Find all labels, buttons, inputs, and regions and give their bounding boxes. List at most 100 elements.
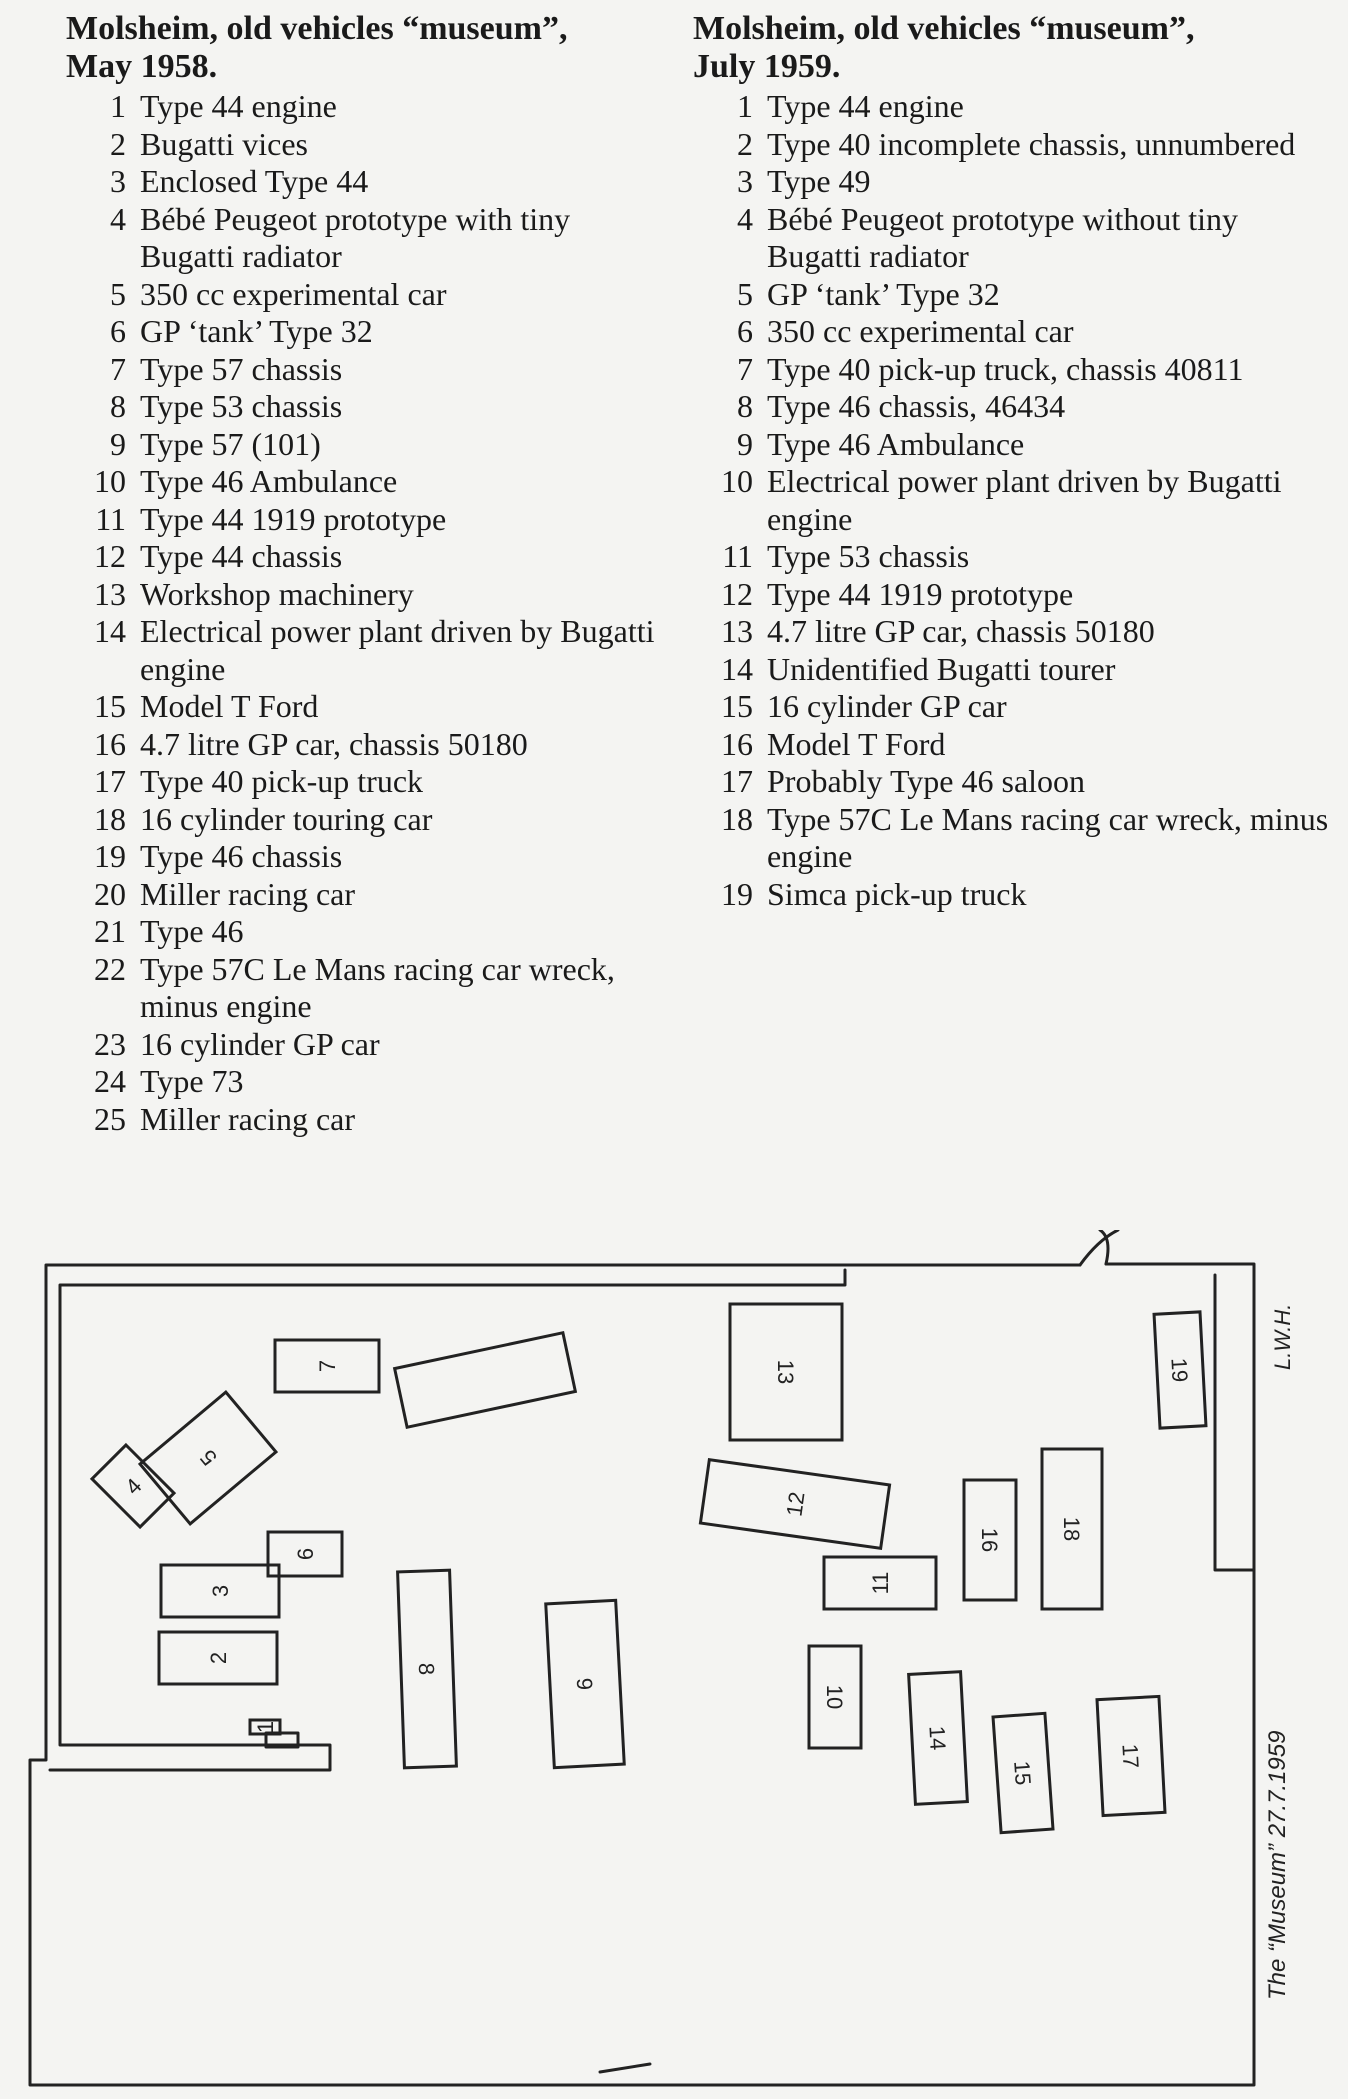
item-number: 11 <box>722 538 753 574</box>
item-text: 4.7 litre GP car, chassis 50180 <box>767 613 1155 649</box>
item-number: 10 <box>94 463 126 499</box>
item-text: Bébé Peugeot prototype with tiny Bugatti… <box>140 200 571 275</box>
vehicle-slot: 10 <box>807 1644 863 1750</box>
vehicle-slot: 3 <box>159 1563 281 1619</box>
item-number: 6 <box>737 313 753 349</box>
vehicle-number-label: 10 <box>822 1685 847 1709</box>
vehicle-slot: 13 <box>728 1302 844 1442</box>
item-text: Type 46 <box>140 913 244 949</box>
vehicle-slot: 5 <box>137 1390 279 1526</box>
item-text: Miller racing car <box>140 875 355 912</box>
vehicle-outline <box>907 1670 969 1806</box>
vehicle-outline <box>728 1302 844 1442</box>
item-number: 3 <box>110 163 126 199</box>
item-text: Type 44 engine <box>140 88 337 124</box>
vehicle-slot: 12 <box>698 1457 892 1551</box>
item-number: 7 <box>737 350 753 387</box>
item-number: 16 <box>721 725 753 762</box>
list-item: 1 Type 44 engine <box>693 88 1333 126</box>
item-text: Type 44 engine <box>767 88 964 124</box>
item-number: 18 <box>94 800 126 837</box>
item-number: 8 <box>110 388 126 424</box>
item-text: Type 46 chassis, 46434 <box>767 388 1066 424</box>
vehicle-outline <box>273 1338 381 1394</box>
vehicle-number-label: 5 <box>195 1445 222 1470</box>
item-number: 17 <box>721 763 753 799</box>
vehicle-outline <box>544 1598 626 1770</box>
vehicle-outline <box>698 1457 892 1551</box>
item-text: GP ‘tank’ Type 32 <box>140 313 373 349</box>
item-text: 350 cc experimental car <box>767 313 1074 349</box>
item-text: Type 53 chassis <box>767 538 970 574</box>
vehicle-outline <box>137 1390 279 1526</box>
list-item: 13 4.7 litre GP car, chassis 50180 <box>693 613 1333 651</box>
item-text: Type 49 <box>767 163 871 199</box>
item-text: 4.7 litre GP car, chassis 50180 <box>140 725 528 762</box>
vehicle-outline <box>266 1530 344 1578</box>
item-number: 1 <box>737 88 753 124</box>
heading-1959: Molsheim, old vehicles “museum”, July 19… <box>693 10 1333 86</box>
item-number: 23 <box>94 1025 126 1062</box>
item-number: 16 <box>94 725 126 762</box>
item-number: 10 <box>721 463 753 499</box>
vehicle-outline <box>1152 1310 1208 1430</box>
heading-1959-line1: Molsheim, old vehicles “museum”, <box>693 10 1195 47</box>
item-number: 24 <box>94 1063 126 1099</box>
vehicle-outline <box>822 1555 938 1611</box>
vehicle-outline <box>89 1442 177 1530</box>
vehicle-outline <box>392 1330 578 1430</box>
item-text: 16 cylinder GP car <box>140 1025 380 1062</box>
item-text: Type 46 Ambulance <box>140 463 398 499</box>
item-number: 17 <box>94 763 126 799</box>
vehicle-slot: 6 <box>266 1530 344 1578</box>
item-text: 16 cylinder GP car <box>767 688 1007 724</box>
item-number: 2 <box>110 125 126 162</box>
vehicle-outline <box>1095 1694 1167 1818</box>
vehicle-slot-unlabeled <box>392 1330 578 1430</box>
vehicle-number-label: 18 <box>1059 1517 1084 1541</box>
heading-1959-line2: July 1959. <box>693 48 841 85</box>
vehicle-number-label: 19 <box>1166 1357 1192 1383</box>
vehicle-outline <box>1040 1447 1104 1611</box>
item-number: 5 <box>737 275 753 312</box>
vehicle-slot: 9 <box>544 1598 626 1770</box>
vehicle-slot: 17 <box>1095 1694 1167 1818</box>
vehicle-number-label: 15 <box>1009 1760 1036 1786</box>
vehicle-slot: 15 <box>991 1711 1055 1835</box>
item-text: Electrical power plant driven by Bugatti… <box>140 613 655 687</box>
vehicle-slot: 4 <box>89 1442 177 1530</box>
item-number: 9 <box>737 425 753 462</box>
item-text: Type 44 1919 prototype <box>767 575 1074 612</box>
vehicle-number-label: 9 <box>572 1677 598 1691</box>
list-item: 16 4.7 litre GP car, chassis 50180 <box>66 726 666 764</box>
vehicle-number-label: 4 <box>120 1473 146 1499</box>
item-number: 25 <box>94 1100 126 1137</box>
vehicle-slot: 18 <box>1040 1447 1104 1611</box>
vehicle-outline <box>159 1563 281 1619</box>
vehicle-slot: 8 <box>396 1568 458 1770</box>
item-number: 13 <box>721 613 753 649</box>
inner-wall <box>48 1268 847 1772</box>
vehicle-number-label: 11 <box>868 1572 893 1595</box>
